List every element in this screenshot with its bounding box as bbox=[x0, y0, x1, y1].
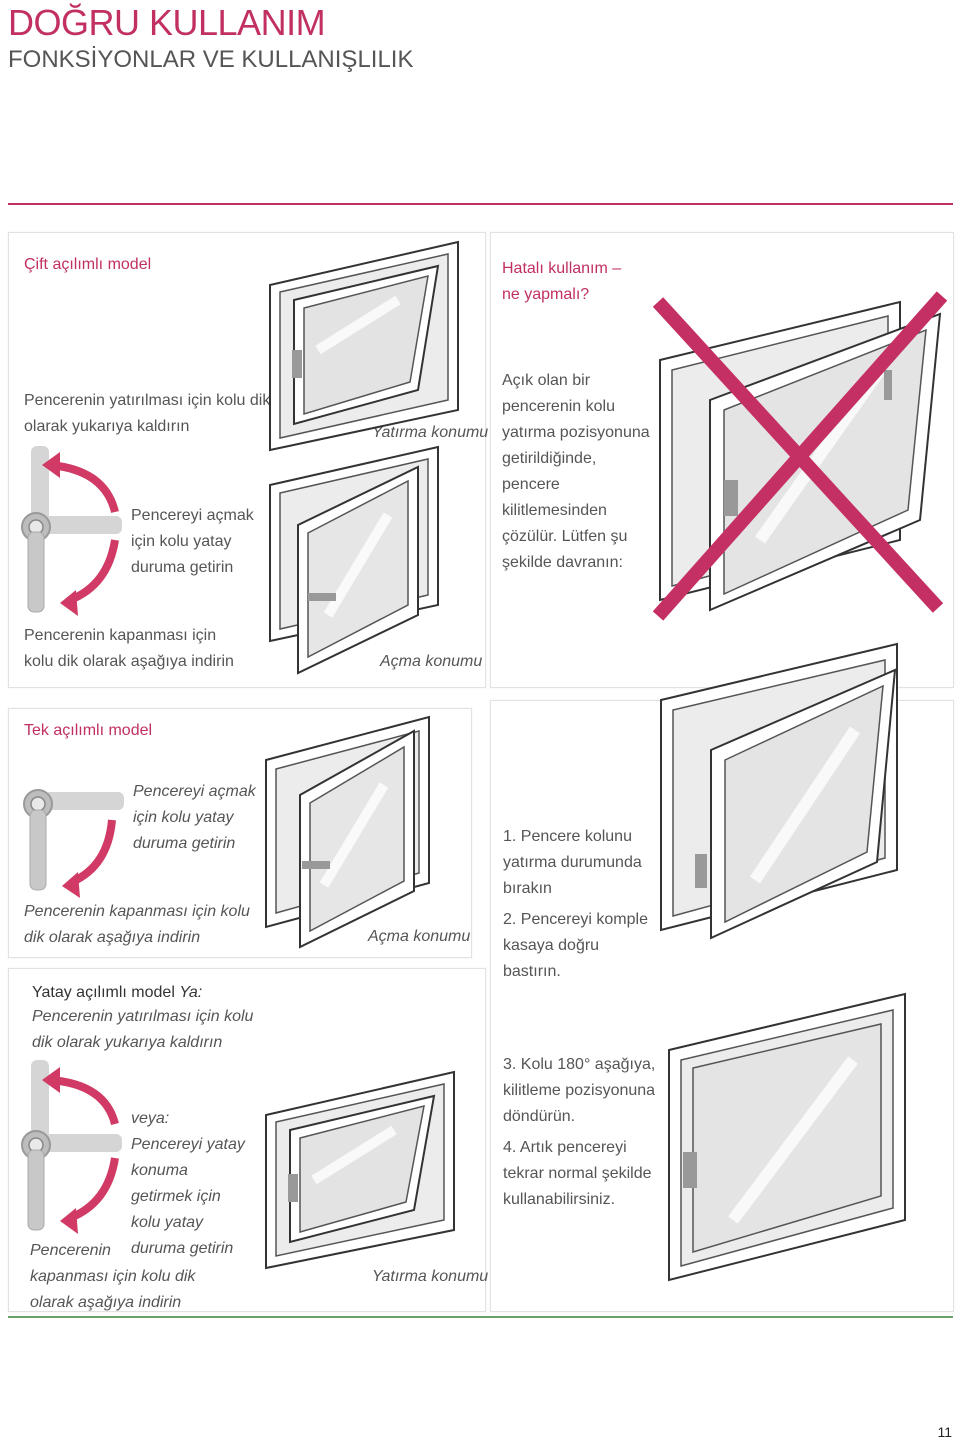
double-tilt-instruction: Pencerenin yatırılması için kolu dik ola… bbox=[24, 392, 271, 435]
horizontal-handle-icon bbox=[21, 1060, 122, 1234]
single-handle-icon bbox=[23, 789, 124, 898]
wrong-use-heading: Hatalı kullanım – ne yapmalı? bbox=[502, 260, 622, 303]
footer-divider bbox=[8, 1316, 953, 1318]
horizontal-model-panel bbox=[8, 968, 486, 1312]
single-model-heading: Tek açılımlı model bbox=[24, 722, 153, 739]
single-open-instruction: Pencereyi açmak için kolu yatay duruma g… bbox=[133, 783, 256, 852]
page-subtitle: FONKSİYONLAR VE KULLANIŞLILIK bbox=[8, 46, 414, 73]
page-number: 11 bbox=[937, 1424, 952, 1440]
single-window-illustration bbox=[265, 715, 430, 949]
step-4: 4. Artık pencereyi tekrar normal şekilde… bbox=[503, 1139, 652, 1208]
single-model-panel bbox=[8, 708, 472, 958]
horizontal-tilt-label: Yatırma konumu bbox=[372, 1268, 489, 1285]
double-open-label: Açma konumu bbox=[380, 653, 483, 670]
horizontal-model-heading: Yatay açılımlı model Ya: bbox=[32, 984, 203, 1001]
step-window-illustration-1 bbox=[660, 642, 898, 940]
page-title: DOĞRU KULLANIM bbox=[8, 2, 326, 43]
double-model-panel bbox=[8, 232, 486, 688]
double-open-instruction: Pencereyi açmak için kolu yatay duruma g… bbox=[131, 507, 254, 576]
window-open-illustration bbox=[269, 445, 439, 675]
single-close-instruction: Pencerenin kapanması için kolu dik olara… bbox=[24, 903, 250, 946]
header-divider bbox=[8, 203, 953, 205]
horizontal-close-instruction: Pencerenin kapanması için kolu dik olara… bbox=[30, 1242, 196, 1311]
horizontal-window-illustration bbox=[265, 1070, 455, 1270]
double-close-instruction: Pencerenin kapanması için kolu dik olara… bbox=[24, 627, 234, 670]
step-3: 3. Kolu 180° aşağıya, kilitleme pozisyon… bbox=[503, 1056, 656, 1125]
wrong-use-description: Açık olan bir pencerenin kolu yatırma po… bbox=[502, 372, 650, 571]
double-tilt-label: Yatırma konumu bbox=[372, 424, 489, 441]
handle-rotation-icon bbox=[21, 446, 122, 616]
step-2: 2. Pencereyi komple kasaya doğru bastırı… bbox=[503, 911, 648, 980]
horizontal-tilt-instruction: Pencerenin yatırılması için kolu dik ola… bbox=[32, 1008, 254, 1051]
step-1: 1. Pencere kolunu yatırma durumunda bıra… bbox=[503, 828, 642, 897]
wrong-cross-icon bbox=[652, 291, 948, 621]
window-tilt-illustration bbox=[269, 240, 459, 452]
horizontal-or-instruction: veya: Pencereyi yatay konuma getirmek iç… bbox=[131, 1110, 245, 1257]
double-model-heading: Çift açılımlı model bbox=[24, 256, 152, 273]
single-open-label: Açma konumu bbox=[368, 928, 471, 945]
step-window-illustration-2 bbox=[668, 992, 906, 1282]
